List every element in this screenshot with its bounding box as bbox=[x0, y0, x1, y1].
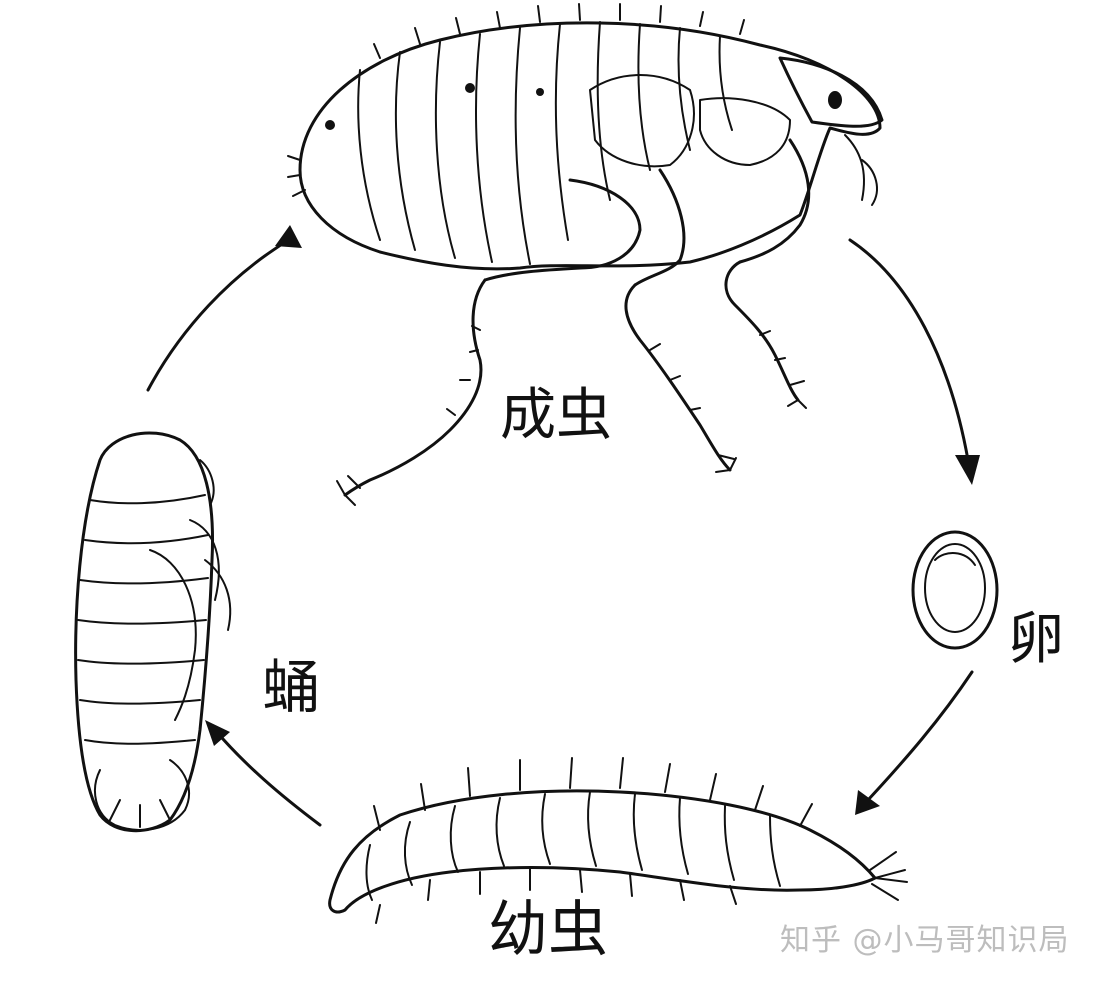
egg-stage-label: 卵 bbox=[1008, 612, 1064, 668]
larva-illustration bbox=[330, 758, 907, 923]
arrow-egg-to-larva bbox=[855, 672, 972, 815]
arrow-pupa-to-adult bbox=[148, 225, 302, 390]
arrow-larva-to-pupa bbox=[205, 720, 320, 825]
watermark-text: 知乎 @小马哥知识局 bbox=[780, 915, 1070, 959]
egg-illustration bbox=[913, 532, 997, 648]
pupa-illustration bbox=[76, 433, 231, 831]
larva-stage-label: 幼虫 bbox=[488, 900, 608, 960]
arrow-adult-to-egg bbox=[850, 240, 980, 485]
pupa-stage-label: 蛹 bbox=[262, 658, 320, 716]
adult-stage-label: 成虫 bbox=[500, 388, 612, 444]
